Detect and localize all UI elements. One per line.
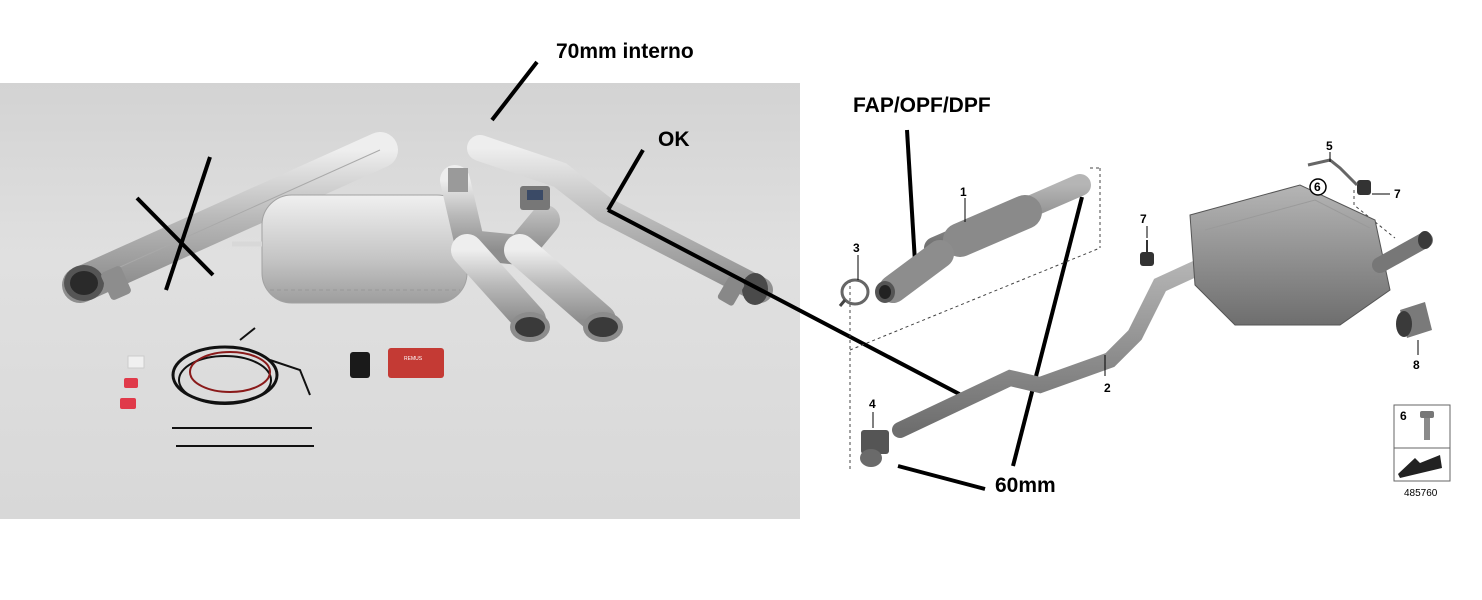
part-number-2: 2 xyxy=(1104,381,1111,395)
y-pipe-photo xyxy=(440,165,623,342)
annotation-fap-opf-dpf: FAP/OPF/DPF xyxy=(853,94,991,117)
cross-out-mark xyxy=(135,156,215,291)
part-number-1: 1 xyxy=(960,185,967,199)
connector-photo-to-diagram xyxy=(607,208,966,399)
svg-text:REMUS: REMUS xyxy=(404,356,423,362)
annotation-ok: OK xyxy=(658,128,690,151)
diagram-catalytic-converter xyxy=(875,174,1091,303)
crossed-out-front-pipe xyxy=(62,132,398,303)
leader-60mm-top xyxy=(1011,196,1084,467)
diagram-tip-8 xyxy=(1396,302,1432,338)
bolt-icon xyxy=(1420,411,1434,440)
rear-silencer-photo xyxy=(232,194,468,304)
part-number-8: 8 xyxy=(1413,358,1420,372)
annotation-70mm-interno: 70mm interno xyxy=(556,40,694,63)
diagram-clamp-4 xyxy=(860,430,889,467)
leader-fap xyxy=(905,129,917,263)
part-number-labels: 1 3 4 2 7 5 6 7 8 xyxy=(853,139,1420,411)
diagram-clamp-3 xyxy=(838,278,870,307)
diagram-id: 485760 xyxy=(1404,488,1438,499)
part-number-7a: 7 xyxy=(1140,212,1147,226)
diagram-center-pipe xyxy=(892,254,1218,438)
diagram-hangers xyxy=(1140,158,1371,266)
diagram-leader-lines xyxy=(857,152,1419,428)
dashed-outline-front xyxy=(849,167,1396,470)
part-number-6: 6 xyxy=(1314,180,1321,194)
wiring-harness-photo: REMUS xyxy=(120,327,444,447)
annotation-lines xyxy=(490,60,1084,491)
leader-60mm-bottom xyxy=(897,464,986,491)
legend-number-6: 6 xyxy=(1400,409,1407,423)
annotation-60mm: 60mm xyxy=(995,474,1056,497)
part-number-3: 3 xyxy=(853,241,860,255)
leader-ok xyxy=(606,148,645,212)
diagram-rear-silencer xyxy=(1189,184,1433,326)
leader-70mm xyxy=(490,60,539,122)
arrow-icon xyxy=(1398,455,1442,478)
part-number-4: 4 xyxy=(869,397,876,411)
part-number-7b: 7 xyxy=(1394,187,1401,201)
fastener-legend-box: 6 485760 xyxy=(1393,404,1451,499)
part-number-5: 5 xyxy=(1326,139,1333,153)
